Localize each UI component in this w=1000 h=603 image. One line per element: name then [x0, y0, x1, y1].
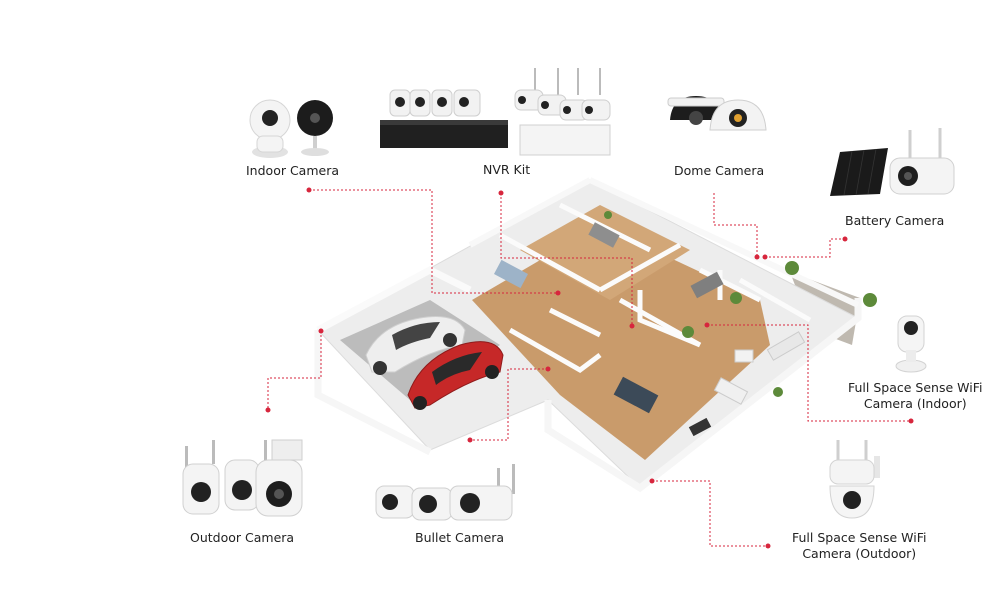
label-full-space-outdoor-line1: Full Space Sense WiFi [792, 530, 927, 545]
label-battery-camera: Battery Camera [845, 213, 945, 228]
connector-dots [265, 187, 914, 549]
full-space-outdoor-camera-icon [829, 440, 880, 519]
connector-lines [267, 189, 911, 547]
label-full-space-indoor-line1: Full Space Sense WiFi [848, 380, 983, 395]
white-car [365, 316, 466, 375]
connector-dome [713, 193, 758, 257]
connector-battery [765, 238, 845, 258]
label-indoor-camera: Indoor Camera [246, 163, 340, 178]
nvr-kit-icon [380, 68, 611, 156]
connector-fss-outdoor [652, 480, 768, 547]
connector-nvr [500, 193, 633, 326]
connector-outdoor [267, 331, 322, 410]
red-car [407, 341, 504, 410]
label-full-space-outdoor: Full Space Sense WiFi Camera (Outdoor) [792, 530, 926, 562]
label-full-space-indoor: Full Space Sense WiFi Camera (Indoor) [848, 380, 982, 412]
label-bullet-camera: Bullet Camera [415, 530, 505, 545]
outdoor-camera-icon [182, 439, 303, 517]
dome-camera-icon [667, 96, 767, 131]
connector-indoor [309, 189, 558, 294]
battery-camera-icon [830, 128, 955, 196]
label-full-space-indoor-line2: Camera (Indoor) [863, 396, 967, 411]
house-floor-plan [314, 177, 877, 493]
connector-fss-indoor [707, 324, 911, 422]
label-full-space-outdoor-line2: Camera (Outdoor) [802, 546, 917, 561]
full-space-indoor-camera-icon [895, 315, 927, 373]
label-dome-camera: Dome Camera [674, 163, 765, 178]
indoor-camera-icon [249, 99, 333, 158]
connector-bullet [470, 368, 548, 441]
label-outdoor-camera: Outdoor Camera [190, 530, 295, 545]
bullet-camera-icon [375, 464, 515, 521]
label-nvr-kit: NVR Kit [483, 162, 531, 177]
